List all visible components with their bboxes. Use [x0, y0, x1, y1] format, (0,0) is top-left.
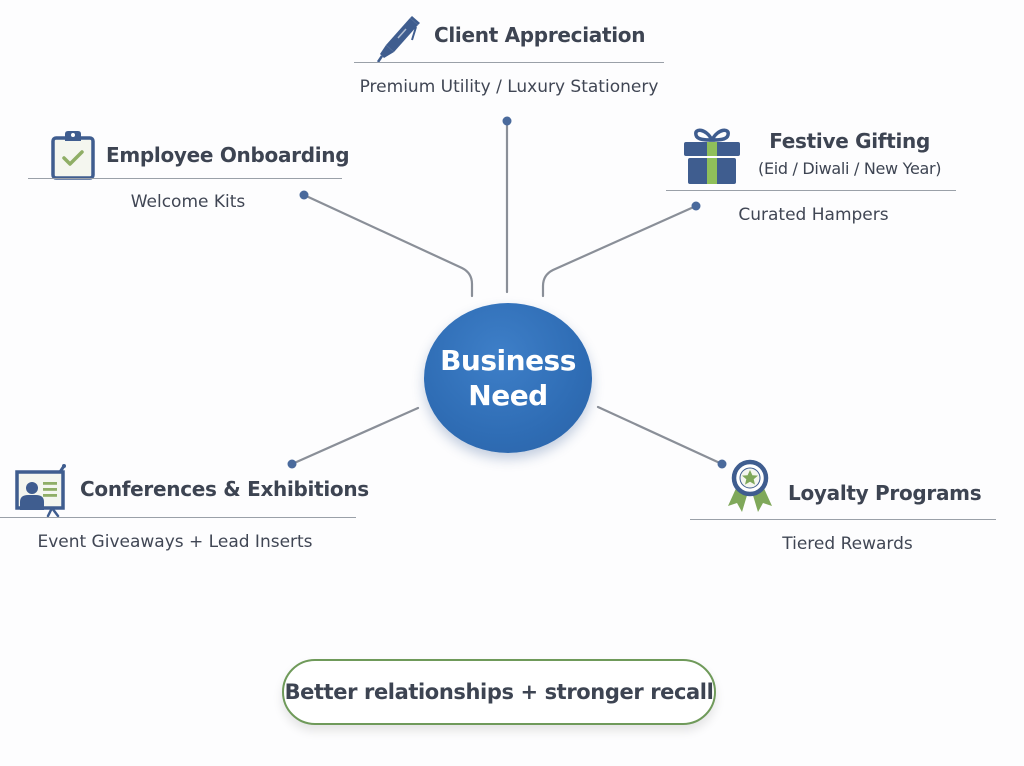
- node-subtitle: Event Giveaways + Lead Inserts: [37, 532, 313, 552]
- connector-festive-gifting: [541, 204, 698, 298]
- connector-conferences: [290, 406, 420, 466]
- connector-employee-onboarding: [302, 193, 474, 298]
- connector-dot-employee-onboarding: [299, 190, 309, 200]
- node-subtitle: Premium Utility / Luxury Stationery: [359, 77, 659, 97]
- node-subtitle: Tiered Rewards: [782, 534, 913, 554]
- divider: [0, 517, 356, 518]
- connector-dot-festive-gifting: [691, 201, 701, 211]
- award-ribbon-icon: [726, 458, 774, 516]
- central-hub-business-need: Business Need: [424, 303, 592, 453]
- gift-icon: [682, 126, 742, 186]
- node-subtitle: Welcome Kits: [130, 192, 246, 212]
- node-loyalty-programs: Loyalty Programs Tiered Rewards: [690, 458, 996, 558]
- node-subtitle: Curated Hampers: [738, 205, 889, 225]
- node-title: Loyalty Programs: [788, 481, 982, 505]
- divider: [690, 519, 996, 520]
- node-conferences-exhibitions: Conferences & Exhibitions Event Giveaway…: [0, 462, 369, 562]
- connector-dot-loyalty-programs: [717, 459, 727, 469]
- hub-label-line2: Need: [468, 379, 548, 412]
- outcome-label: Better relationships + stronger recall: [284, 680, 714, 704]
- node-title: Employee Onboarding: [106, 143, 350, 167]
- divider: [28, 178, 342, 179]
- connector-loyalty-programs: [596, 405, 724, 466]
- pen-icon: [372, 14, 422, 64]
- divider: [354, 62, 664, 63]
- node-title: Festive Gifting: [769, 129, 930, 153]
- clipboard-check-icon: [50, 130, 96, 180]
- divider: [666, 190, 956, 191]
- presentation-board-icon: [14, 464, 70, 518]
- node-client-appreciation: Client Appreciation Premium Utility / Lu…: [354, 14, 664, 104]
- connector-dot-client-appreciation: [502, 116, 512, 126]
- hub-label-line1: Business: [440, 344, 576, 377]
- connector-dot-conferences: [287, 459, 297, 469]
- node-employee-onboarding: Employee Onboarding Welcome Kits: [28, 128, 350, 218]
- outcome-pill: Better relationships + stronger recall: [282, 659, 716, 725]
- node-title: Conferences & Exhibitions: [80, 477, 369, 501]
- node-title-detail: (Eid / Diwali / New Year): [758, 159, 942, 178]
- node-title: Client Appreciation: [434, 23, 646, 47]
- node-festive-gifting: Festive Gifting (Eid / Diwali / New Year…: [666, 124, 956, 234]
